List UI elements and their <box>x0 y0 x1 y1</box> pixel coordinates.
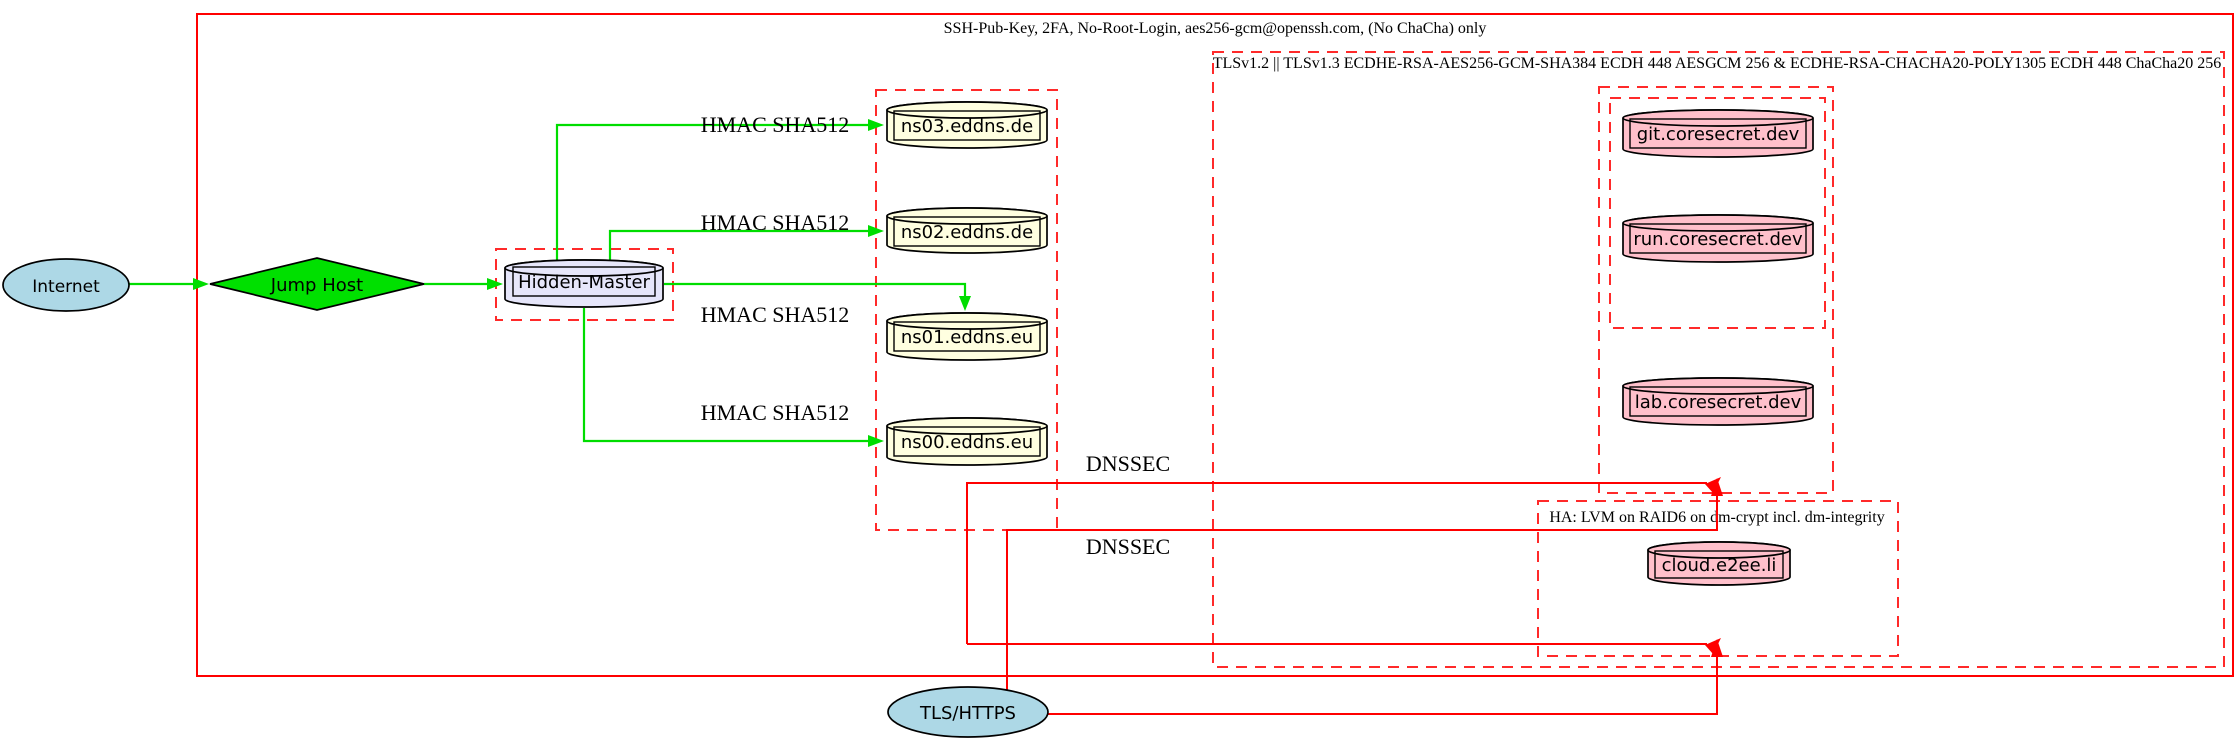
arrowhead-ns00 <box>868 435 884 447</box>
edge-hiddenmaster-ns03 <box>555 123 869 260</box>
coresecret-cluster-box <box>1598 86 1834 494</box>
internet-label: Internet <box>32 277 100 297</box>
arrowhead-hiddenmaster <box>487 278 503 290</box>
run-label-box <box>1629 223 1807 254</box>
ssh-cluster-label: SSH-Pub-Key, 2FA, No-Root-Login, aes256-… <box>944 20 1487 37</box>
ns01-label: ns01.eddns.eu <box>901 327 1033 348</box>
ns01-label-box <box>893 321 1041 352</box>
hidden-master-label-box <box>512 266 656 297</box>
ns00-label: ns00.eddns.eu <box>901 432 1033 453</box>
arrowhead-ns01 <box>959 296 971 311</box>
cloud-label-box <box>1654 550 1784 579</box>
edge-tls-coresecret <box>1006 496 1718 690</box>
arrowhead-jumphost <box>193 278 209 290</box>
dnssec-label-2: DNSSEC <box>1086 534 1170 559</box>
ns02-label: ns02.eddns.de <box>901 222 1033 243</box>
git-node-lid <box>1622 109 1814 127</box>
ns00-node-lid <box>886 417 1048 435</box>
ns03-label: ns03.eddns.de <box>901 116 1033 137</box>
ns02-label-box <box>893 216 1041 247</box>
tls-cluster-label: TLSv1.2 || TLSv1.3 ECDHE-RSA-AES256-GCM-… <box>1213 55 2222 72</box>
tls-https-node <box>887 686 1049 738</box>
ns03-label-box <box>893 110 1041 141</box>
ns03-node-lid <box>886 101 1048 119</box>
edge-hiddenmaster-ns01 <box>664 282 967 297</box>
ns00-label-box <box>893 426 1041 457</box>
git-label: git.coresecret.dev <box>1637 124 1800 145</box>
jump-host-node <box>209 257 425 311</box>
hmac-label-ns02: HMAC SHA512 <box>701 210 850 235</box>
arrowhead-tls-coresecret <box>1711 478 1723 496</box>
ns01-node-lid <box>886 312 1048 330</box>
arrowhead-ns03 <box>868 119 884 131</box>
edge-hiddenmaster-ns00 <box>582 308 869 443</box>
run-node-lid <box>1622 214 1814 232</box>
lab-label: lab.coresecret.dev <box>1635 392 1802 413</box>
edge-tls-ha <box>1047 657 1718 715</box>
edge-dnssec-coresecret <box>966 482 1707 644</box>
dnssec-label-1: DNSSEC <box>1086 451 1170 476</box>
jump-host-label: Jump Host <box>270 275 363 296</box>
hidden-master-node-lid <box>504 259 664 277</box>
tls-cluster-box <box>1212 51 2225 668</box>
edge-hiddenmaster-ns02 <box>608 229 869 260</box>
hmac-label-ns00: HMAC SHA512 <box>701 400 850 425</box>
cloud-label: cloud.e2ee.li <box>1662 555 1777 576</box>
hmac-label-ns01: HMAC SHA512 <box>701 302 850 327</box>
arrowhead-ns02 <box>868 225 884 237</box>
tls-https-label: TLS/HTTPS <box>919 703 1016 724</box>
ns02-node-lid <box>886 207 1048 225</box>
lab-node-lid <box>1622 377 1814 395</box>
coresecret-inner-cluster-box <box>1609 97 1826 329</box>
git-label-box <box>1629 118 1807 149</box>
run-label: run.coresecret.dev <box>1633 229 1803 250</box>
cloud-node-lid <box>1647 541 1791 559</box>
hmac-label-ns03: HMAC SHA512 <box>701 112 850 137</box>
arrowhead-tls-ha <box>1711 639 1723 657</box>
hidden-master-label: Hidden-Master <box>518 272 650 293</box>
internet-node <box>2 258 130 312</box>
ssh-cluster-box <box>196 13 2234 677</box>
lab-label-box <box>1629 386 1807 417</box>
